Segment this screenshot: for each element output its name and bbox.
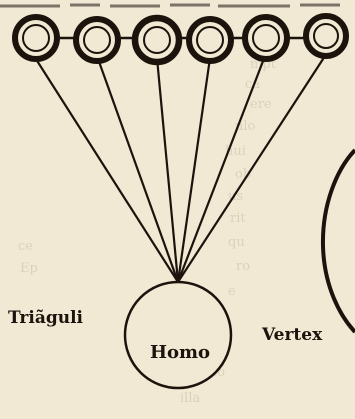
ring-5 [245,17,287,59]
ring-3 [135,18,179,62]
ring-1 [15,17,57,59]
label-vertex: Vertex [261,325,323,345]
ring-6 [306,16,346,56]
ray-4 [178,58,210,282]
ray-3 [157,58,178,282]
ring-4 [189,19,231,61]
ring-2 [76,19,118,61]
svg-text:ce: ce [18,239,33,254]
svg-text:rit: rit [230,211,246,226]
cropped-text-top [0,5,340,6]
svg-text:qu: qu [228,235,245,250]
svg-text:ere: ere [250,97,272,112]
svg-text:Ep: Ep [20,261,38,276]
label-triaguli: Triãguli [8,308,84,328]
ray-1 [34,56,178,282]
label-homo: Homo [150,342,210,363]
homo-circle [125,282,231,388]
svg-text:illa: illa [180,391,200,406]
svg-text:e: e [228,284,236,299]
svg-text:ro: ro [236,259,250,274]
rays [34,56,325,282]
ray-2 [97,56,178,282]
right-arc [323,150,355,332]
